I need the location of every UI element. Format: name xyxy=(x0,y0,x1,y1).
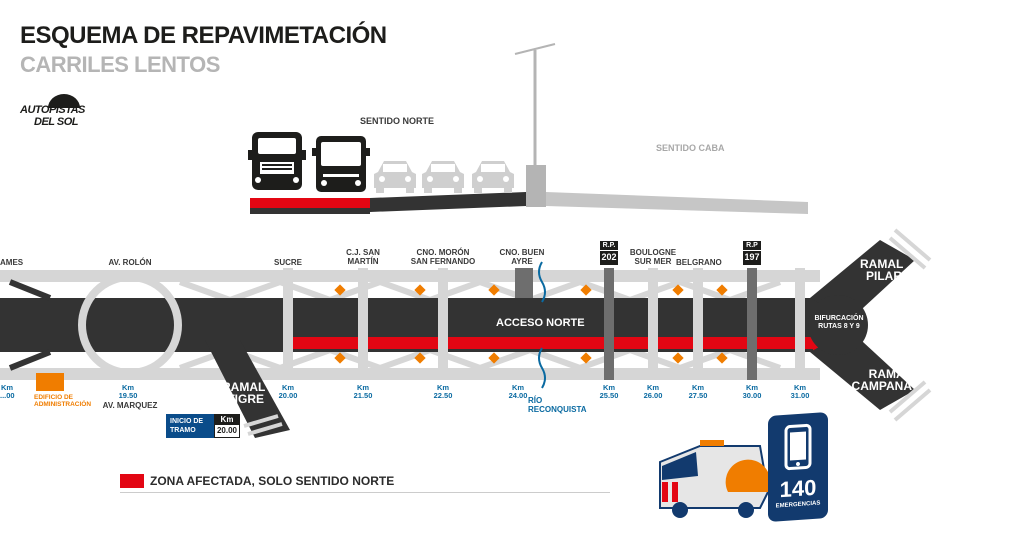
km-mark-value: 30.00 xyxy=(742,391,762,400)
rp-badge: R.P 197 xyxy=(743,241,761,265)
car-icon xyxy=(470,158,516,194)
km-mark: Km...00 xyxy=(0,383,15,400)
rio-label: RÍO RECONQUISTA xyxy=(528,396,587,414)
legend-text: ZONA AFECTADA, SOLO SENTIDO NORTE xyxy=(150,474,395,488)
rp-badge-number: 197 xyxy=(743,250,761,262)
km-mark-label: Km xyxy=(511,383,525,392)
km-mark-label: Km xyxy=(793,383,807,392)
km-mark-label: Km xyxy=(356,383,370,392)
truck-icon xyxy=(248,126,306,196)
bus-icon xyxy=(312,134,370,196)
ramal-pilar-label: RAMAL PILAR xyxy=(860,257,904,283)
street-label: AV. ROLÓN xyxy=(108,258,152,267)
street-label: BELGRANO xyxy=(676,258,722,267)
km-mark-value: 24.00 xyxy=(508,391,528,400)
edificio-label: EDIFICIO DE ADMINISTRACIÓN xyxy=(34,394,92,408)
sentido-caba-label: SENTIDO CABA xyxy=(656,143,725,153)
street-label: AMES xyxy=(0,258,24,267)
street-label: SUCRE xyxy=(273,258,302,267)
inicio-tramo-badge: INICIO DE TRAMO Km 20.00 xyxy=(166,414,240,438)
av-marquez-label: AV. MARQUEZ xyxy=(102,401,158,410)
km-mark-label: Km xyxy=(745,383,759,392)
km-mark-value: 27.50 xyxy=(688,391,708,400)
car-icon xyxy=(420,158,466,194)
bifurcacion-label: BIFURCACIÓN RUTAS 8 Y 9 xyxy=(814,315,864,330)
rp-badge-label: R.P. xyxy=(602,242,616,249)
km-mark-value: 25.50 xyxy=(599,391,619,400)
legend-divider xyxy=(120,492,610,493)
road-map-diagram xyxy=(0,228,932,438)
km-mark-value: 20.00 xyxy=(278,391,298,400)
page-subtitle: CARRILES LENTOS xyxy=(20,52,220,77)
inicio-km-value: 20.00 xyxy=(215,425,239,437)
km-mark-value: 26.00 xyxy=(643,391,663,400)
emergency-badge: 140 EMERGENCIAS xyxy=(768,411,828,523)
km-mark-label: Km xyxy=(436,383,450,392)
km-mark-label: Km xyxy=(281,383,295,392)
rp-badge: R.P. 202 xyxy=(600,241,618,265)
km-mark-value: 19.50 xyxy=(118,391,138,400)
car-icon xyxy=(372,158,418,194)
logo-text-line2: DEL SOL xyxy=(34,116,78,128)
logo-text-line1: AUTOPISTAS xyxy=(20,104,85,116)
ramal-tigre-label: RAMAL TIGRE xyxy=(222,380,266,406)
km-mark-value: ...00 xyxy=(0,391,15,400)
km-mark-label: Km xyxy=(691,383,705,392)
street-label: C.J. SAN MARTÍN xyxy=(346,248,380,266)
acceso-norte-label: ACCESO NORTE xyxy=(496,317,585,329)
inicio-km-label: Km xyxy=(220,415,234,424)
km-mark-label: Km xyxy=(602,383,616,392)
street-label: CNO. MORÓN SAN FERNANDO xyxy=(410,248,476,266)
rp-badge-number: 202 xyxy=(600,250,618,262)
page-title: ESQUEMA DE REPAVIMETACIÓN xyxy=(20,22,387,49)
sentido-norte-label: SENTIDO NORTE xyxy=(360,116,435,126)
km-mark-value: 31.00 xyxy=(790,391,810,400)
km-mark-value: 21.50 xyxy=(353,391,373,400)
km-mark-label: Km xyxy=(646,383,660,392)
rp-badge-label: R.P xyxy=(746,242,758,249)
emergency-van-icon xyxy=(650,432,770,522)
ramal-campana-label: RAMAL CAMPANA xyxy=(851,367,912,393)
km-mark-label: Km xyxy=(0,383,14,392)
street-label: BOULOGNE SUR MER xyxy=(629,248,677,266)
phone-icon xyxy=(784,423,812,471)
autopistas-del-sol-logo: AUTOPISTAS DEL SOL xyxy=(18,94,110,132)
km-mark-label: Km xyxy=(121,383,135,392)
street-label: CNO. BUEN AYRE xyxy=(499,248,545,266)
km-mark-value: 22.50 xyxy=(433,391,453,400)
legend-swatch xyxy=(120,474,144,488)
cross-section-diagram xyxy=(250,43,808,214)
inicio-tramo-label: INICIO DE TRAMO xyxy=(166,414,214,438)
